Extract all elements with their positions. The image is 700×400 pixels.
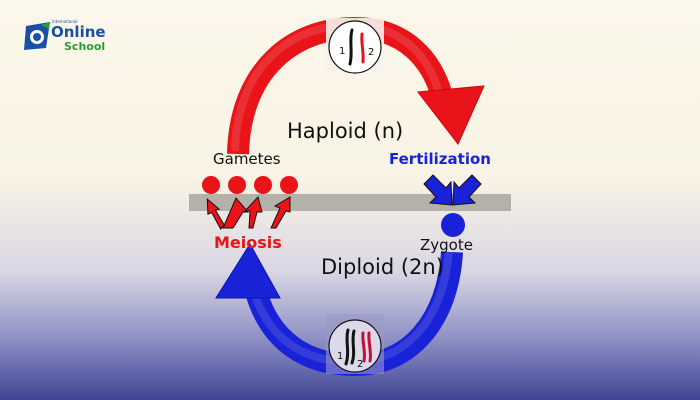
logo-name-online: Online	[51, 23, 106, 41]
logo-name-school: School	[64, 40, 106, 53]
haploid-arrow-head	[417, 85, 485, 145]
haploid-chromosome-red	[360, 32, 365, 64]
gamete-dot	[228, 176, 246, 194]
zygote-label: Zygote	[420, 236, 473, 254]
haploid-diploid-divider	[189, 194, 511, 211]
gametes-label: Gametes	[213, 150, 281, 168]
diploid-chromosome-red-2	[367, 331, 373, 363]
haploid-chromosome-number-2: 2	[368, 47, 375, 58]
diploid-chromosome-number-1: 1	[337, 351, 344, 362]
logo-emblem-icon	[24, 22, 50, 50]
online-school-logo[interactable]: international Online School	[24, 18, 124, 58]
diploid-chromosome-black-1	[344, 328, 350, 366]
gamete-dot	[202, 176, 220, 194]
diploid-chromosome-red-1	[361, 331, 367, 363]
gamete-dot	[280, 176, 298, 194]
diploid-chromosome-circle	[328, 319, 382, 373]
zygote-dot	[441, 213, 465, 237]
meiosis-arrows	[206, 195, 291, 231]
fertilization-arrow-right	[452, 174, 482, 206]
haploid-chromosome-black	[348, 28, 354, 66]
diploid-arrow-head	[215, 243, 281, 299]
haploid-label: Haploid (n)	[287, 119, 404, 143]
gamete-dot	[254, 176, 272, 194]
meiosis-label: Meiosis	[214, 233, 282, 252]
haploid-chromosome-number-1: 1	[339, 46, 346, 57]
logo-tagline: international	[52, 19, 78, 24]
haploid-chromosome-circle	[328, 20, 382, 74]
diploid-chromosome-number-2: 2	[357, 359, 364, 370]
diploid-chromosome-black-2	[350, 329, 356, 365]
fertilization-label: Fertilization	[389, 150, 491, 168]
fertilization-arrow-left	[423, 174, 453, 206]
diploid-label: Diploid (2n)	[321, 255, 444, 279]
